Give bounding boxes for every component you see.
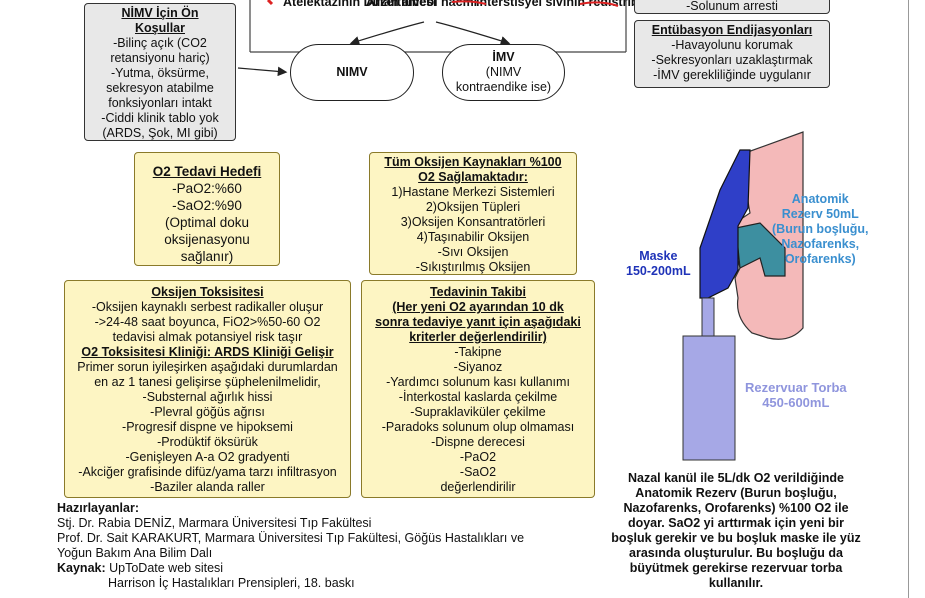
atelectasis-label: Atelektazinin Düzeltilmesi <box>283 0 437 9</box>
imv-node: İMV (NIMV kontraendike ise) <box>442 44 565 101</box>
prepared-by-label: Hazırlayanlar: <box>57 501 139 515</box>
interstitial-fluid-label: İnterstisyel sıvının redistribüsyonu <box>476 0 684 9</box>
solunum-arresti-box: -Solunum arresti <box>634 0 830 14</box>
mask-shape <box>699 149 751 299</box>
mask-reservoir-diagram <box>682 131 804 461</box>
source-label: Kaynak: <box>57 561 106 575</box>
anatomic-reserve-shape <box>735 222 786 277</box>
toxicity-subtitle: O2 Toksisitesi Kliniği: ARDS Kliniği Gel… <box>81 345 334 359</box>
mask-label: Maske 150-200mL <box>626 249 691 278</box>
credits-footer: Hazırlayanlar: Stj. Dr. Rabia DENİZ, Mar… <box>57 501 525 590</box>
oxygen-toxicity-box: Oksijen Toksisitesi -Oksijen kaynaklı se… <box>64 280 351 498</box>
intubation-indications-box: Entübasyon Endijasyonları -Havayolunu ko… <box>634 20 830 88</box>
toxicity-title: Oksijen Toksisitesi <box>151 285 264 299</box>
mask-tube <box>701 297 715 339</box>
anatomic-reserve-label: Anatomik Rezerv 50mL (Burun boşluğu, Naz… <box>772 192 869 266</box>
reservoir-bag-shape <box>682 335 736 461</box>
intubation-title: Entübasyon Endijasyonları <box>651 23 813 37</box>
followup-title: Tedavinin Takibi <box>429 285 527 299</box>
o2-sources-box: Tüm Oksijen Kaynakları %100 O2 Sağlamakt… <box>369 152 577 275</box>
reservoir-bag-label: Rezervuar Torba 450-600mL <box>745 380 847 410</box>
nimv-node: NIMV <box>290 44 414 101</box>
o2-goal-title: O2 Tedavi Hedefi <box>152 164 262 179</box>
alveolar-volume-label: Artan alveol hacmi <box>366 0 478 9</box>
nimv-preconditions-title: NİMV İçin Ön Koşullar <box>121 6 199 35</box>
nasal-cannula-note: Nazal kanül ile 5L/dk O2 verildiğinde An… <box>611 471 861 590</box>
o2-goal-box: O2 Tedavi Hedefi -PaO2:%60 -SaO2:%90 (Op… <box>134 152 280 266</box>
treatment-followup-box: Tedavinin Takibi (Her yeni O2 ayarından … <box>361 280 595 498</box>
page-edge <box>908 0 909 598</box>
nimv-preconditions-box: NİMV İçin Ön Koşullar -Bilinç açık (CO2 … <box>84 3 236 141</box>
